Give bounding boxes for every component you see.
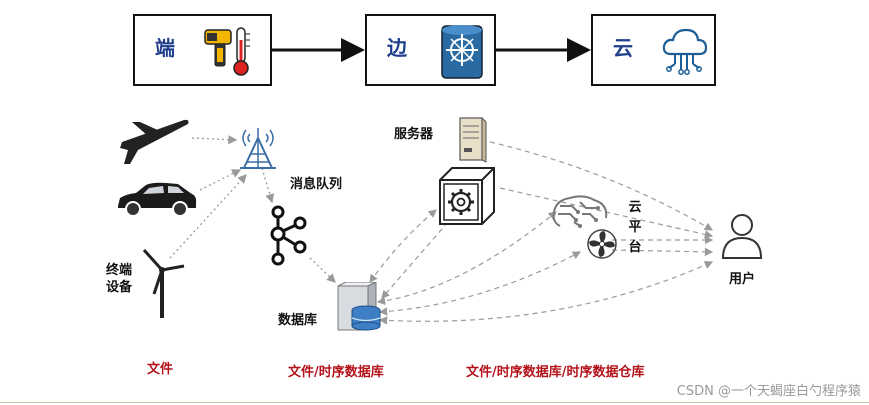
- watermark: CSDN @一个天蝎座白勺程序猿: [676, 384, 861, 399]
- cloud-circuit-icon: [662, 28, 708, 75]
- airplane-icon: [120, 119, 189, 164]
- database-label: 数据库: [278, 313, 318, 328]
- storage-end-caption: 文件: [147, 362, 174, 377]
- terminal-device-label: 终端 设备: [106, 263, 133, 295]
- flow-turbine-tower: [169, 174, 247, 259]
- stage-end-label: 端: [155, 36, 175, 60]
- user-label: 用户: [729, 272, 756, 287]
- fan-icon: [587, 229, 617, 259]
- flow-queue-db: [309, 257, 336, 283]
- flow-server-user: [489, 141, 714, 231]
- flow-car-tower: [199, 169, 242, 191]
- wind-turbine-icon: [142, 248, 185, 318]
- stage-edge-label: 边: [387, 36, 407, 60]
- router-icon: [441, 25, 483, 79]
- user-icon: [721, 214, 763, 259]
- database-server-icon: [337, 282, 381, 331]
- storage-edge-caption: 文件/时序数据库: [288, 365, 384, 380]
- storage-cloud-caption: 文件/时序数据库/时序数据仓库: [466, 365, 645, 380]
- antenna-tower-icon: [240, 128, 276, 169]
- message-queue-label: 消息队列: [290, 177, 343, 192]
- stage-end-box: 端: [133, 14, 272, 86]
- server-icon: [459, 116, 487, 163]
- stage-cloud-box: 云: [591, 14, 716, 86]
- cloud-platform-label: 云平台: [628, 200, 642, 255]
- flow-db-engine: [369, 209, 437, 283]
- ai-brain-icon: [552, 195, 608, 228]
- stage-cloud-label: 云: [613, 36, 633, 60]
- bottom-divider: [0, 402, 869, 403]
- engine-gear-icon: [439, 167, 495, 225]
- car-icon: [118, 182, 197, 217]
- flow-engine-db: [381, 221, 449, 299]
- flow-db-user: [378, 261, 714, 325]
- flow-cloud-user-2: [611, 247, 714, 257]
- thermometer-gun-icon: [204, 27, 250, 76]
- flow-tower-queue: [261, 167, 275, 204]
- message-queue-icon: [270, 205, 307, 266]
- stage-edge-box: 边: [365, 14, 496, 86]
- flow-plane-tower: [191, 135, 238, 145]
- flow-db-fan: [378, 251, 582, 316]
- server-label: 服务器: [394, 127, 434, 142]
